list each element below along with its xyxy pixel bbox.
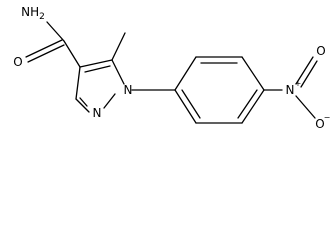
pyrazole-ring [75, 59, 125, 113]
bond-c4-c5-b [84, 65, 111, 73]
bond-n1-n2 [103, 93, 116, 109]
bond-n-o-bottom [295, 95, 316, 119]
bond-n-o-top-a [295, 56, 314, 85]
bond-c-o-a [25, 39, 63, 58]
label-nh2-subscript: 2 [39, 12, 45, 22]
bond-ar3 [241, 56, 265, 91]
bond-ar4-inner [237, 89, 258, 119]
bond-c3-c4 [75, 66, 81, 100]
benzene-ring [174, 56, 265, 124]
bond-ar1 [174, 56, 197, 91]
bond-c5-n1 [111, 59, 125, 85]
label-nh2-symbol: NH [21, 5, 39, 19]
label-nitro-n-charge: + [295, 79, 302, 88]
bond-ar6-inner [181, 89, 201, 119]
svg-text:NH2: NH2 [21, 5, 45, 22]
bond-n2-c3-a [75, 98, 90, 113]
structure-diagram: NH2 O N N N + O O − [13, 5, 330, 131]
label-nitro-o-top: O [316, 44, 325, 58]
bond-c4-c5-a [79, 59, 113, 68]
bond-ar6 [174, 89, 197, 124]
bond-methyl [111, 32, 126, 61]
bond-n-o-top-b [300, 60, 318, 88]
bond-ar4 [241, 89, 265, 124]
bond-n2-c3-b [79, 97, 88, 107]
nitro-group [263, 56, 318, 119]
label-amide-o: O [13, 55, 22, 69]
label-ring-n1: N [124, 83, 133, 97]
bond-c-nh2 [46, 21, 65, 42]
bond-c-ring [63, 40, 81, 68]
label-nh2: NH2 [21, 5, 45, 22]
label-nitro-o-bottom-charge: − [324, 113, 330, 122]
label-nitro-n: N [286, 83, 295, 97]
label-nitro-o-bottom: O [315, 117, 324, 131]
bond-c-o-b [27, 44, 65, 63]
amide-group [25, 21, 81, 68]
label-ring-n2: N [93, 106, 102, 120]
